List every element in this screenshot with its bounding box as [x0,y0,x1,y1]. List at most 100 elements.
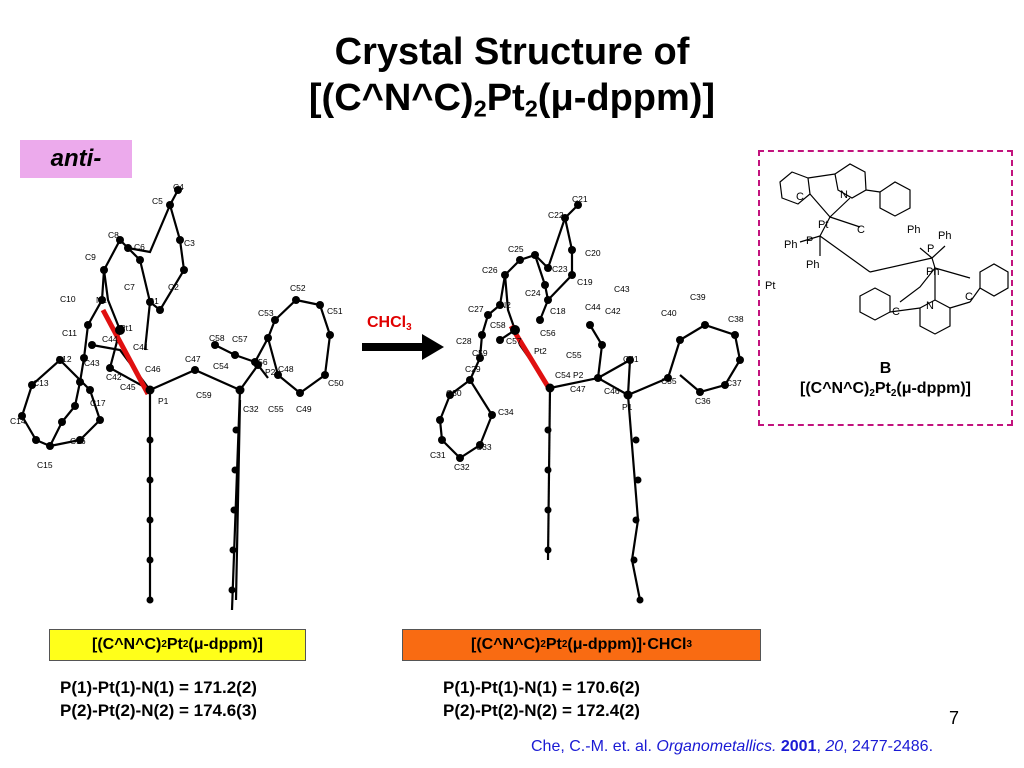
atom-right-c19: C19 [577,277,593,287]
atom-right-c41: C41 [623,354,639,364]
atom-right-c29: C29 [465,364,481,374]
bond-angle-right-1: P(1)-Pt(1)-N(1) = 170.6(2) [443,678,640,697]
atom-left-c32: C32 [243,404,259,414]
atom-right-c55: C55 [566,350,582,360]
atom-left-c12: C12 [56,354,72,364]
atom-right-c40: C40 [661,308,677,318]
scheme-b-atom-c: C [965,291,973,303]
page-number: 7 [949,708,960,728]
slide-title-line1: Crystal Structure of [334,31,690,73]
atom-left-c10: C10 [60,294,76,304]
atom-left-pt1: Pt1 [120,323,133,333]
atom-right-c18: C18 [550,306,566,316]
atom-right-c27: C27 [468,304,484,314]
arrow-reagent-label: CHCl3 [367,314,412,333]
atom-left-c4: C4 [173,182,184,192]
atom-left-c50: C50 [328,378,344,388]
atom-left-c1: C1 [148,296,159,306]
atom-right-c23: C23 [552,264,568,274]
atom-left-c56: C56 [252,357,268,367]
atom-left-c7: C7 [124,282,135,292]
atom-left-c58: C58 [209,333,225,343]
atom-right-c46: C46 [604,386,620,396]
bond-angle-left-2: P(2)-Pt(2)-N(2) = 174.6(3) [60,701,257,720]
atom-right-c25: C25 [508,244,524,254]
atom-right-pt2: Pt2 [534,346,547,356]
atom-right-c37: C37 [726,378,742,388]
scheme-b-atom-ph: Ph [907,224,920,236]
atom-left-c52: C52 [290,283,306,293]
atom-right-c58: C58 [490,320,506,330]
atom-right-c57: C57 [506,336,522,346]
anti-conformer-label: anti- [20,140,132,178]
atom-left-c3: C3 [184,238,195,248]
atom-left-c44: C44 [102,334,118,344]
atom-right-c31: C31 [430,450,446,460]
atom-left-c8: C8 [108,230,119,240]
atom-left-c53: C53 [258,308,274,318]
bond-angles-right: P(1)-Pt(1)-N(1) = 170.6(2) P(2)-Pt(2)-N(… [443,676,640,722]
atom-right-c42: C42 [605,306,621,316]
scheme-b-atom-ph: Ph [784,239,797,251]
atom-left-c2: C2 [168,282,179,292]
atom-left-c42: C42 [106,372,122,382]
atom-left-c5: C5 [152,196,163,206]
atom-right-c30: C30 [446,388,462,398]
scheme-b-letter: B [879,360,892,377]
atom-left-c14: C14 [10,416,26,426]
atom-left-c57: C57 [232,334,248,344]
atom-left-c47: C47 [185,354,201,364]
atom-left-c46: C46 [145,364,161,374]
atom-left-p2: P2 [265,367,276,377]
atom-left-c17: C17 [90,398,106,408]
atom-right-c38: C38 [728,314,744,324]
atom-right-c54: C54 [555,370,571,380]
atom-left-c49: C49 [296,404,312,414]
atom-left-c54: C54 [213,361,229,371]
slide-title-line2: [(C^N^C)2Pt2(μ-dppm)] [308,77,716,122]
atom-left-c13: C13 [33,378,49,388]
atom-right-c34: C34 [498,407,514,417]
scheme-b-atom-n: N [926,300,934,312]
scheme-b-atom-c: C [892,306,900,318]
atom-right-c33: C33 [476,442,492,452]
scheme-b-atom-c: C [796,191,804,203]
atom-right-c47: C47 [570,384,586,394]
atom-left-p1: P1 [158,396,169,406]
scheme-b-atom-p: P [806,235,813,247]
scheme-b-atom-pt: Pt [818,219,828,231]
scheme-b-atom-ph: Ph [806,259,819,271]
atom-right-c22: C22 [548,210,564,220]
scheme-b-atom-c: C [857,224,865,236]
atom-left-c45: C45 [120,382,136,392]
atom-right-c36: C36 [695,396,711,406]
atom-left-c41: C41 [133,342,149,352]
citation: Che, C.-M. et. al. Organometallics. 2001… [531,738,934,755]
bond-angle-right-2: P(2)-Pt(2)-N(2) = 172.4(2) [443,701,640,720]
atom-left-c16: C16 [70,436,86,446]
scheme-b-formula: [(C^N^C)2Pt2(μ-dppm)] [799,380,972,399]
atom-left-c11: C11 [62,328,77,338]
atom-left-c9: C9 [85,252,96,262]
atom-right-c39: C39 [690,292,706,302]
atom-right-p2: P2 [573,370,584,380]
atom-left-c43: C43 [84,358,100,368]
atom-right-p1: P1 [622,402,633,412]
pt-p-bond-highlight-right [508,324,553,392]
atom-right-c20: C20 [585,248,601,258]
atom-left-c15: C15 [37,460,53,470]
bond-angle-left-1: P(1)-Pt(1)-N(1) = 171.2(2) [60,678,257,697]
scheme-b-atom-ph: Ph [926,266,939,278]
atom-left-n1: N1 [96,295,107,305]
atom-right-c24: C24 [525,288,541,298]
atom-right-c35: C35 [661,376,677,386]
atom-right-c26: C26 [482,265,498,275]
